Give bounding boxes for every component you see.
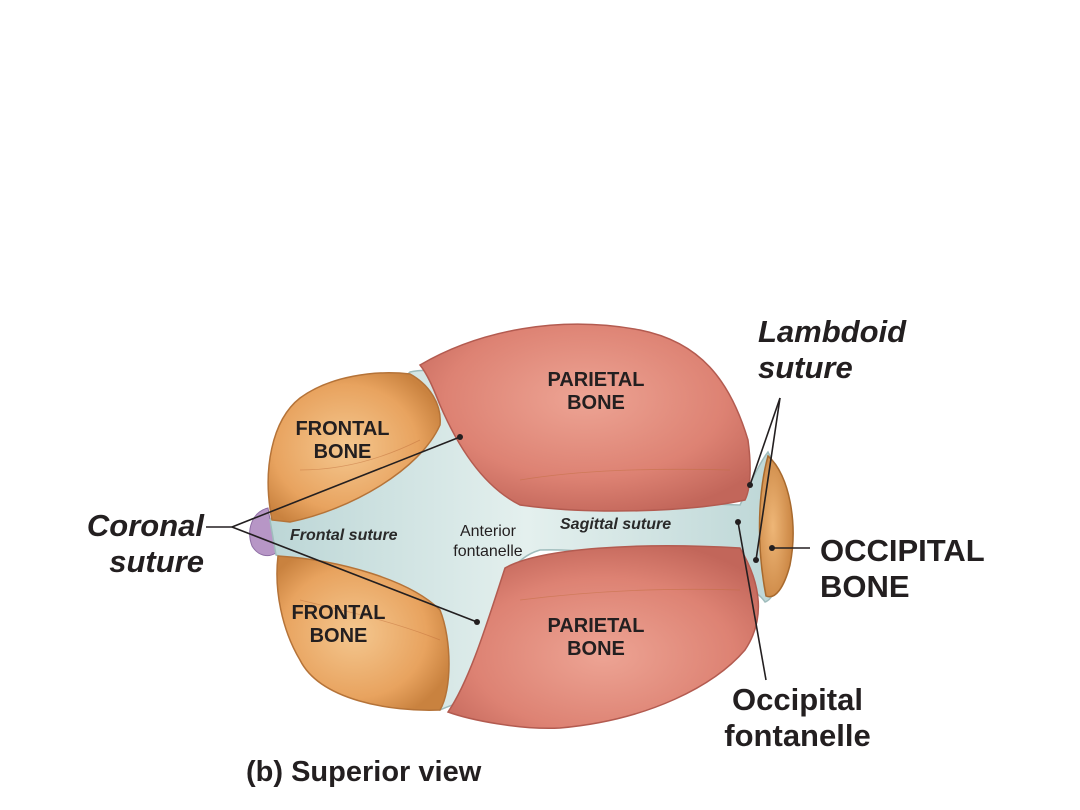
occipital-bone-label: OCCIPITAL BONE — [820, 533, 985, 604]
anterior-fontanelle-label: Anterior fontanelle — [453, 523, 523, 560]
parietal-bone-upper-shape — [418, 323, 751, 512]
frontal-bone-upper-label: FRONTAL BONE — [295, 418, 390, 463]
parietal-bone-lower-label: PARIETAL BONE — [547, 615, 645, 660]
sagittal-suture-label: Sagittal suture — [560, 516, 672, 533]
frontal-suture-label: Frontal suture — [290, 527, 398, 544]
coronal-suture-label: Coronal suture — [86, 508, 204, 579]
parietal-bone-upper-label: PARIETAL BONE — [547, 369, 645, 414]
occipital-bone-shape — [758, 454, 794, 598]
figure-caption: (b) Superior view — [246, 756, 482, 788]
frontal-bone-lower-label: FRONTAL BONE — [291, 602, 386, 647]
leader-lines — [206, 397, 810, 681]
lambdoid-suture-label: Lambdoid suture — [758, 314, 907, 385]
frontal-bone-upper-shape — [267, 372, 441, 523]
leader-dots — [457, 434, 775, 625]
occipital-fontanelle-label: Occipital fontanelle — [724, 682, 871, 753]
parietal-bone-lower-shape — [446, 545, 760, 730]
bone-texture-lines — [299, 439, 741, 641]
